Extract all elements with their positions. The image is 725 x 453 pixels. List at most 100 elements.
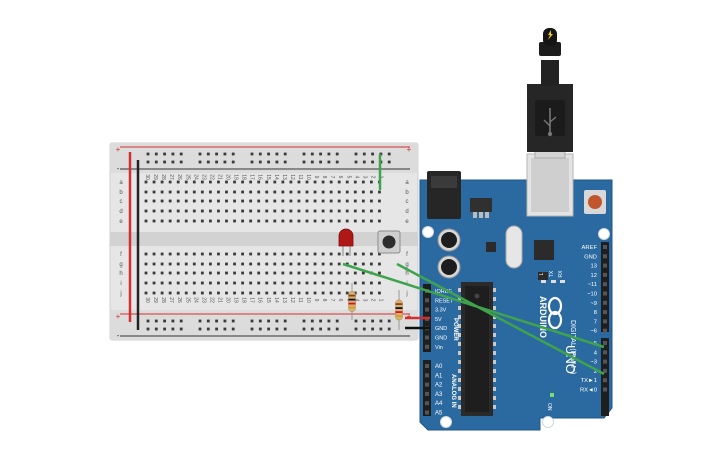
breadboard-hole[interactable]	[273, 209, 277, 213]
breadboard-hole[interactable]	[160, 252, 164, 256]
breadboard-hole[interactable]	[337, 262, 341, 266]
breadboard-hole[interactable]	[144, 262, 148, 266]
breadboard-hole[interactable]	[370, 291, 373, 295]
breadboard-hole[interactable]	[209, 252, 212, 256]
breadboard-hole[interactable]	[200, 262, 204, 266]
breadboard-hole[interactable]	[289, 199, 293, 203]
breadboard-hole[interactable]	[305, 209, 309, 213]
breadboard-hole[interactable]	[361, 252, 365, 256]
breadboard-hole[interactable]	[249, 199, 253, 203]
breadboard-hole[interactable]	[345, 252, 349, 256]
breadboard-hole[interactable]	[327, 327, 331, 331]
breadboard-hole[interactable]	[273, 262, 277, 266]
breadboard-hole[interactable]	[345, 271, 349, 275]
digital-header-pin[interactable]	[603, 263, 607, 268]
breadboard-hole[interactable]	[267, 327, 270, 331]
breadboard-hole[interactable]	[310, 152, 314, 156]
breadboard-hole[interactable]	[353, 190, 357, 194]
breadboard-hole[interactable]	[241, 281, 244, 285]
breadboard-hole[interactable]	[283, 327, 287, 331]
breadboard-hole[interactable]	[273, 180, 277, 184]
breadboard-hole[interactable]	[362, 327, 366, 331]
breadboard-hole[interactable]	[176, 209, 180, 213]
breadboard-hole[interactable]	[152, 252, 156, 256]
breadboard-hole[interactable]	[217, 262, 220, 266]
breadboard-hole[interactable]	[289, 271, 293, 275]
breadboard-hole[interactable]	[152, 180, 156, 184]
breadboard-hole[interactable]	[152, 209, 156, 213]
breadboard-hole[interactable]	[217, 291, 220, 295]
breadboard-hole[interactable]	[345, 209, 349, 213]
breadboard-hole[interactable]	[362, 319, 366, 323]
breadboard-hole[interactable]	[354, 152, 358, 156]
breadboard-hole[interactable]	[273, 252, 277, 256]
breadboard-hole[interactable]	[361, 180, 365, 184]
breadboard-hole[interactable]	[233, 291, 236, 295]
breadboard-hole[interactable]	[200, 219, 204, 223]
breadboard-hole[interactable]	[354, 327, 358, 331]
breadboard-hole[interactable]	[257, 291, 261, 295]
breadboard-hole[interactable]	[302, 152, 306, 156]
digital-header-pin[interactable]	[603, 359, 607, 364]
breadboard-hole[interactable]	[154, 152, 158, 156]
breadboard-hole[interactable]	[329, 180, 333, 184]
breadboard-hole[interactable]	[370, 262, 373, 266]
breadboard-hole[interactable]	[176, 180, 180, 184]
breadboard-hole[interactable]	[152, 199, 156, 203]
breadboard-hole[interactable]	[378, 190, 381, 194]
breadboard-hole[interactable]	[371, 160, 374, 164]
breadboard-hole[interactable]	[321, 219, 325, 223]
breadboard-hole[interactable]	[168, 219, 172, 223]
breadboard-hole[interactable]	[361, 219, 365, 223]
breadboard-hole[interactable]	[378, 252, 381, 256]
breadboard-hole[interactable]	[179, 152, 183, 156]
breadboard-hole[interactable]	[160, 262, 164, 266]
breadboard-hole[interactable]	[313, 291, 317, 295]
breadboard-hole[interactable]	[231, 160, 235, 164]
breadboard-hole[interactable]	[387, 327, 391, 331]
breadboard-hole[interactable]	[198, 160, 202, 164]
breadboard-hole[interactable]	[231, 152, 235, 156]
breadboard-hole[interactable]	[168, 252, 172, 256]
breadboard-hole[interactable]	[337, 252, 341, 256]
breadboard-hole[interactable]	[225, 271, 228, 275]
breadboard-hole[interactable]	[215, 160, 218, 164]
breadboard-hole[interactable]	[265, 252, 269, 256]
breadboard-hole[interactable]	[257, 252, 261, 256]
breadboard-hole[interactable]	[215, 152, 218, 156]
breadboard-hole[interactable]	[273, 291, 277, 295]
breadboard-hole[interactable]	[217, 252, 220, 256]
breadboard-hole[interactable]	[241, 190, 244, 194]
breadboard-hole[interactable]	[319, 327, 322, 331]
breadboard-hole[interactable]	[217, 219, 220, 223]
breadboard-hole[interactable]	[387, 160, 391, 164]
breadboard-hole[interactable]	[209, 190, 212, 194]
breadboard-hole[interactable]	[217, 209, 220, 213]
breadboard-hole[interactable]	[160, 180, 164, 184]
breadboard-hole[interactable]	[310, 160, 314, 164]
breadboard-hole[interactable]	[265, 209, 269, 213]
breadboard-hole[interactable]	[209, 271, 212, 275]
breadboard-hole[interactable]	[267, 160, 270, 164]
breadboard-hole[interactable]	[313, 199, 317, 203]
breadboard-hole[interactable]	[241, 180, 244, 184]
breadboard-hole[interactable]	[281, 262, 285, 266]
breadboard-hole[interactable]	[265, 271, 269, 275]
breadboard-hole[interactable]	[249, 252, 253, 256]
breadboard-hole[interactable]	[206, 152, 210, 156]
digital-header-pin[interactable]	[603, 254, 607, 259]
breadboard-hole[interactable]	[289, 180, 293, 184]
breadboard-hole[interactable]	[345, 291, 349, 295]
breadboard-hole[interactable]	[257, 219, 261, 223]
breadboard-hole[interactable]	[327, 152, 331, 156]
breadboard-hole[interactable]	[265, 180, 269, 184]
breadboard-hole[interactable]	[233, 271, 236, 275]
breadboard-hole[interactable]	[209, 291, 212, 295]
breadboard-hole[interactable]	[283, 152, 287, 156]
breadboard-hole[interactable]	[200, 271, 204, 275]
breadboard-hole[interactable]	[370, 199, 373, 203]
breadboard-hole[interactable]	[273, 190, 277, 194]
breadboard-hole[interactable]	[310, 327, 314, 331]
breadboard-hole[interactable]	[281, 291, 285, 295]
breadboard-hole[interactable]	[233, 190, 236, 194]
